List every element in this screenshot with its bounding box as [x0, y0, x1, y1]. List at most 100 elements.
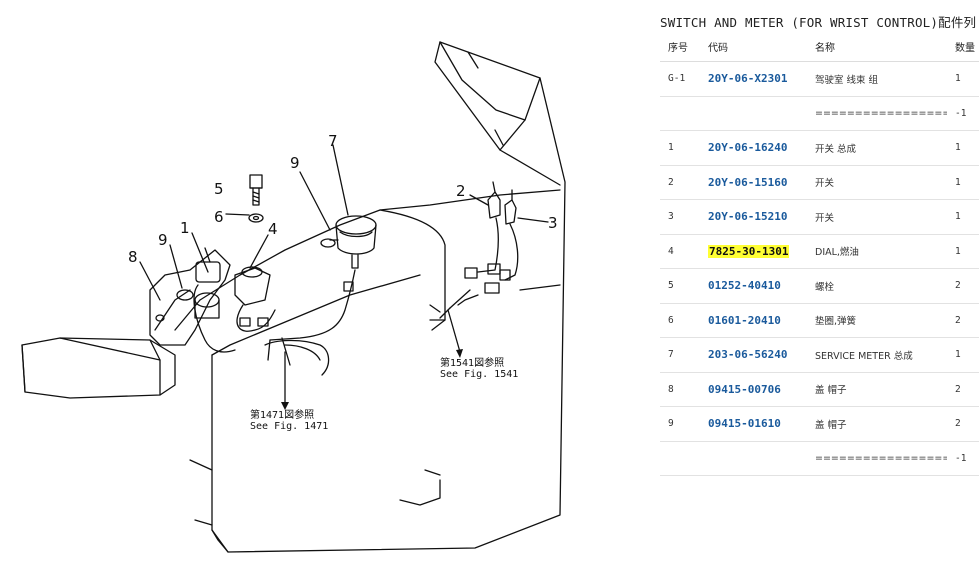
row-qty: 2	[947, 372, 979, 407]
row-seq	[660, 441, 700, 476]
header-code: 代码	[700, 31, 807, 62]
row-code-cell: 20Y-06-X2301	[700, 61, 807, 97]
row-seq: 2	[660, 165, 700, 200]
row-qty: 2	[947, 303, 979, 338]
row-qty: -1	[947, 441, 979, 476]
header-seq: 序号	[660, 31, 700, 62]
row-name: 开关	[807, 199, 947, 235]
panel-title: SWITCH AND METER (FOR WRIST CONTROL)配件列	[660, 15, 977, 30]
row-qty: 1	[947, 165, 979, 200]
part-code-link[interactable]: 20Y-06-16240	[708, 141, 788, 155]
header-qty: 数量	[947, 31, 979, 62]
part-code-link[interactable]: 203-06-56240	[708, 348, 788, 362]
row-code-cell: 203-06-56240	[700, 337, 807, 373]
row-code-cell	[700, 441, 807, 476]
row-seq: 9	[660, 406, 700, 442]
row-qty: 2	[947, 268, 979, 304]
ref-1471-line1: 第1471図参照	[250, 408, 314, 421]
callout-3: 3	[548, 214, 558, 232]
row-code-cell	[700, 96, 807, 131]
row-name: ===================	[807, 441, 947, 476]
row-qty: -1	[947, 96, 979, 131]
row-qty: 1	[947, 337, 979, 373]
row-code-cell: 20Y-06-16240	[700, 130, 807, 166]
row-qty: 1	[947, 61, 979, 97]
armrest	[21, 337, 176, 399]
row-seq: 7	[660, 337, 700, 373]
row-seq: G-1	[660, 61, 700, 97]
callout-6: 6	[214, 208, 224, 226]
row-name: 盖 帽子	[807, 406, 947, 442]
row-qty: 2	[947, 406, 979, 442]
console-body	[174, 189, 561, 331]
callout-5: 5	[214, 180, 224, 198]
row-seq: 6	[660, 303, 700, 338]
part-code-link[interactable]: 20Y-06-15210	[708, 210, 788, 224]
bracket-left	[149, 249, 231, 346]
row-qty: 1	[947, 130, 979, 166]
row-seq: 3	[660, 199, 700, 235]
row-name: DIAL,燃油	[807, 234, 947, 269]
part-code-link[interactable]: 7825-30-1301	[708, 244, 790, 258]
row-name: 螺栓	[807, 268, 947, 304]
part-code-link[interactable]: 01601-20410	[708, 313, 781, 327]
callout-8: 8	[128, 248, 138, 266]
part-code-link[interactable]: 20Y-06-X2301	[708, 72, 788, 86]
row-seq: 1	[660, 130, 700, 166]
switch-right	[487, 191, 501, 219]
row-code-cell: 09415-01610	[700, 406, 807, 442]
row-seq: 4	[660, 234, 700, 269]
part-code-link[interactable]: 20Y-06-15160	[708, 175, 788, 189]
exploded-view-drawing: 7 9 5 6 4 1 9 8 2 3 第1541図参照 See Fig. 15…	[21, 41, 566, 553]
rear-panel	[211, 41, 566, 553]
part-code-link[interactable]: 09415-01610	[708, 417, 781, 431]
callout-2: 2	[456, 182, 466, 200]
row-code-cell: 20Y-06-15210	[700, 199, 807, 235]
row-name: 盖 帽子	[807, 372, 947, 407]
table-row: ===================-1	[660, 96, 979, 131]
parts-diagram: 7 9 5 6 4 1 9 8 2 3 第1541図参照 See Fig. 15…	[21, 41, 566, 553]
callout-7: 7	[328, 132, 338, 150]
row-name: SERVICE METER 总成	[807, 337, 947, 373]
table-header-row: 序号 代码 名称 数量	[660, 31, 979, 62]
row-seq	[660, 96, 700, 131]
row-code-cell: 20Y-06-15160	[700, 165, 807, 200]
part-code-link[interactable]: 01252-40410	[708, 279, 781, 293]
row-code-cell: 01252-40410	[700, 268, 807, 304]
row-name: 驾驶室 线束 组	[807, 61, 947, 97]
row-name: 开关 总成	[807, 130, 947, 166]
row-name: 开关	[807, 165, 947, 200]
ref-1471-line2: See Fig. 1471	[250, 421, 328, 432]
row-code-cell: 7825-30-1301	[700, 234, 807, 269]
callout-1: 1	[180, 219, 190, 237]
callout-4: 4	[268, 220, 278, 238]
callout-9-top: 9	[290, 154, 300, 172]
row-code-cell: 01601-20410	[700, 303, 807, 338]
callout-9-left: 9	[158, 231, 168, 249]
row-seq: 5	[660, 268, 700, 304]
parts-list-panel: SWITCH AND METER (FOR WRIST CONTROL)配件列 …	[660, 0, 979, 567]
row-qty: 1	[947, 234, 979, 269]
row-code-cell: 09415-00706	[700, 372, 807, 407]
row-qty: 1	[947, 199, 979, 235]
row-name: ===================	[807, 96, 947, 131]
arrow-1541	[447, 309, 461, 353]
row-seq: 8	[660, 372, 700, 407]
part-code-link[interactable]: 09415-00706	[708, 382, 781, 396]
header-name: 名称	[807, 31, 947, 62]
ref-1541-line1: 第1541図参照	[440, 356, 504, 369]
ref-1541-line2: See Fig. 1541	[440, 369, 518, 380]
row-name: 垫圈,弹簧	[807, 303, 947, 338]
